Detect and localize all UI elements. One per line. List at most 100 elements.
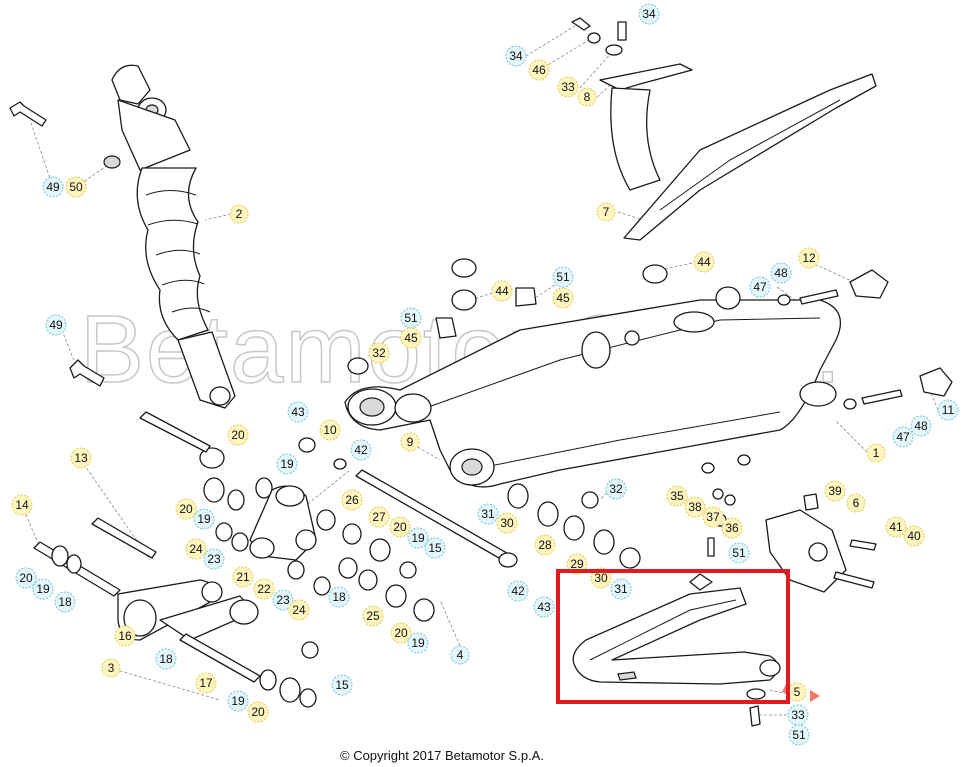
rear-shock-absorber [9,64,236,409]
callout-bubble [42,176,64,198]
callout-number: 39 [828,484,842,498]
callout-bubble [203,548,225,570]
callout-19: 19 [407,527,429,549]
callout-17: 17 [195,672,217,694]
callout-37: 37 [702,506,724,528]
callout-4: 4 [450,645,470,665]
callout-number: 43 [291,405,305,419]
callout-number: 30 [500,516,514,530]
callout-46: 46 [528,59,550,81]
callout-number: 51 [732,546,746,560]
callout-number: 19 [280,457,294,471]
callout-bubble [496,512,518,534]
callout-28: 28 [534,534,556,556]
callout-bubble [288,599,310,621]
callout-bubble [400,432,420,452]
callout-number: 27 [372,510,386,524]
callout-number: 18 [332,590,346,604]
callout-40: 40 [903,525,925,547]
callout-bubble [195,672,217,694]
copyright-text: © Copyright 2017 Betamotor S.p.A. [340,748,544,763]
callout-number: 31 [481,507,495,521]
callout-bubble [749,276,771,298]
callout-21: 21 [232,566,254,588]
callout-bubble [253,578,275,600]
callout-number: 37 [706,510,720,524]
callout-25: 25 [362,605,384,627]
callout-bubble [65,176,87,198]
highlight-box [556,569,790,704]
callout-number: 46 [532,63,546,77]
callout-39: 39 [824,480,846,502]
callout-number: 2 [236,207,243,221]
callout-number: 18 [159,652,173,666]
callout-number: 28 [538,538,552,552]
callout-31: 31 [610,578,632,600]
callout-7: 7 [596,202,616,222]
callout-bubble [155,648,177,670]
callout-bubble [534,534,556,556]
callout-number: 1 [873,446,880,460]
callout-51: 51 [788,724,810,746]
callout-20: 20 [175,498,197,520]
callout-number: 20 [179,502,193,516]
callout-22: 22 [253,578,275,600]
linkage-rod [33,541,319,708]
callout-bubble [350,439,372,461]
callout-number: 51 [404,311,418,325]
callout-bubble [533,596,555,618]
callout-bubble [910,415,932,437]
callout-bubble [328,586,350,608]
callout-number: 45 [556,291,570,305]
callout-bubble [610,578,632,600]
callout-47: 47 [892,426,914,448]
callout-20: 20 [390,622,412,644]
callout-number: 44 [495,284,509,298]
callout-bubble [227,424,249,446]
callout-48: 48 [770,262,792,284]
callout-16: 16 [114,625,136,647]
callout-bubble [552,266,574,288]
callout-1: 1 [866,443,886,463]
callout-42: 42 [350,439,372,461]
callout-32: 32 [368,342,390,364]
callout-number: 49 [46,180,60,194]
callout-number: 32 [372,346,386,360]
callout-bubble [341,489,363,511]
callout-bubble [232,566,254,588]
callout-bubble [590,567,612,589]
callout-bubble [424,537,446,559]
callout-number: 40 [907,529,921,543]
callout-3: 3 [101,658,121,678]
callout-34: 34 [638,3,660,25]
callout-number: 18 [58,595,72,609]
callout-number: 19 [411,636,425,650]
callout-number: 9 [407,435,414,449]
callout-18: 18 [155,648,177,670]
callout-number: 34 [642,7,656,21]
callout-41: 41 [885,516,907,538]
callout-bubble [362,605,384,627]
callout-number: 34 [509,49,523,63]
callout-51: 51 [400,307,422,329]
callout-bubble [229,204,249,224]
callout-bubble [885,516,907,538]
callout-bubble [866,443,886,463]
swingarm [344,258,841,488]
callout-bubble [491,280,513,302]
callout-number: 51 [792,728,806,742]
callout-bubble [389,516,411,538]
callout-number: 20 [393,520,407,534]
callout-bubble [400,327,422,349]
callout-bubble [450,645,470,665]
callout-bubble [45,314,67,336]
callout-number: 30 [594,571,608,585]
callout-32: 32 [605,478,627,500]
callout-number: 48 [914,419,928,433]
callout-bubble [557,76,579,98]
pivot-axle [298,437,518,568]
callout-bubble [937,399,959,421]
callout-number: 25 [366,609,380,623]
callout-49: 49 [45,314,67,336]
callout-31: 31 [477,503,499,525]
